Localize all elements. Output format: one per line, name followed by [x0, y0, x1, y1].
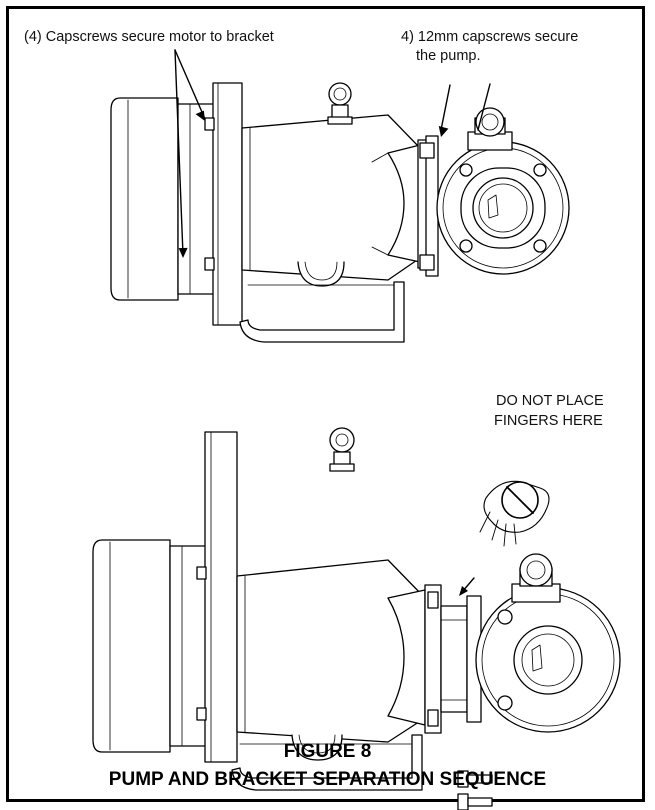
pump-capscrew	[419, 254, 435, 271]
motor-capscrew	[204, 117, 215, 131]
figure-number: FIGURE 8	[283, 741, 372, 762]
loose-capscrews	[457, 770, 493, 810]
figure-title: PUMP AND BRACKET SEPARATION SEQUENCE	[108, 769, 547, 790]
separated-pump-unit	[92, 427, 621, 810]
warning-text-cont: FINGERS HERE	[494, 413, 603, 429]
no-hand-icon	[479, 480, 550, 547]
motor-capscrew	[204, 257, 215, 271]
leader-lines-top	[174, 49, 491, 256]
warning-text: DO NOT PLACE	[496, 393, 604, 409]
assembled-pump-unit	[110, 82, 570, 343]
callout-pump-capscrews-cont: the pump.	[416, 48, 481, 64]
callout-pump-capscrews: 4) 12mm capscrews secure	[401, 29, 579, 45]
callout-motor-capscrews: (4) Capscrews secure motor to bracket	[24, 29, 274, 45]
leader-line-pump	[440, 84, 451, 131]
pump-capscrew	[419, 142, 435, 159]
